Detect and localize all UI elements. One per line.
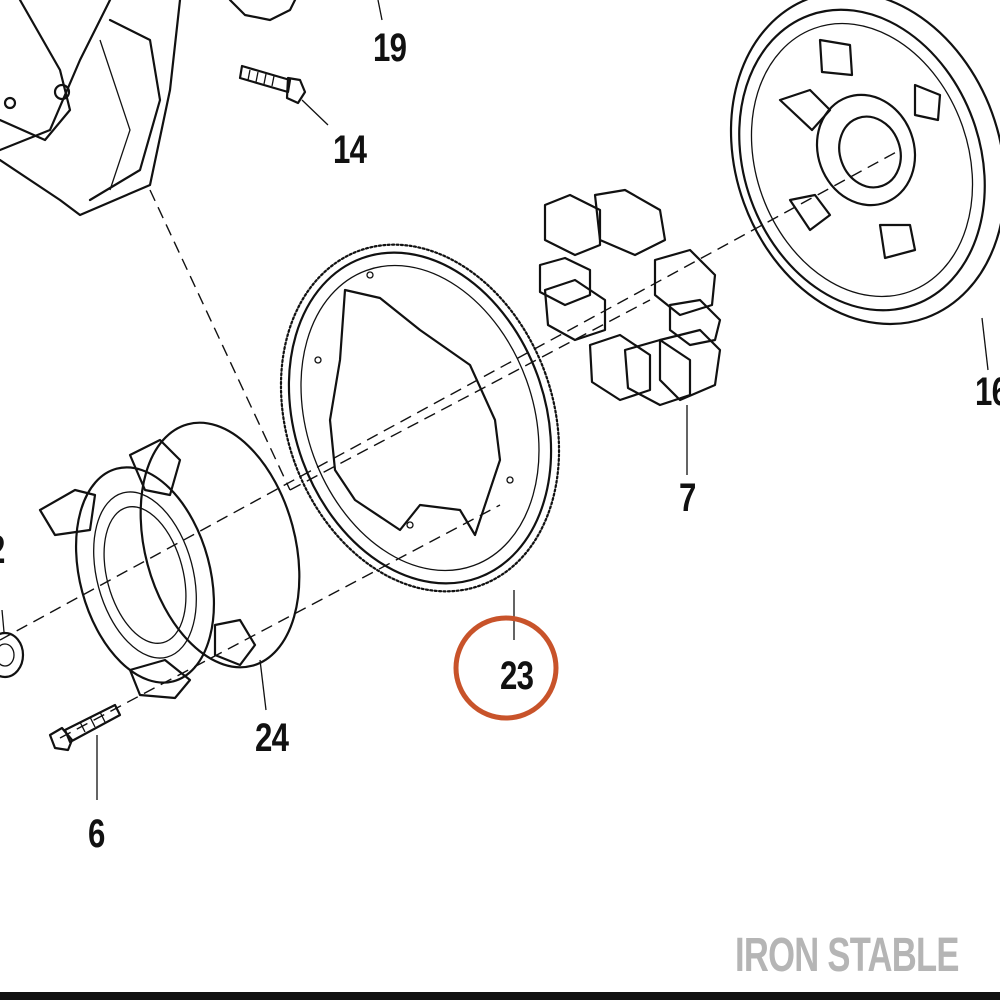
watermark-logo: IRON STABLE bbox=[735, 929, 959, 982]
alignment-axes bbox=[0, 149, 901, 739]
part-2 bbox=[0, 609, 25, 679]
ring-gear-part-23 bbox=[279, 243, 561, 640]
callout-label-7: 7 bbox=[679, 476, 696, 520]
pulley-part-16 bbox=[729, 0, 1000, 371]
damper-blocks-part-7 bbox=[538, 188, 722, 475]
callout-label-19: 19 bbox=[373, 26, 407, 70]
callout-label-14: 14 bbox=[333, 128, 367, 172]
housing-part-19 bbox=[0, 0, 383, 217]
callout-label-2: 2 bbox=[0, 530, 5, 570]
hub-part-24 bbox=[38, 421, 301, 711]
callout-label-6: 6 bbox=[88, 812, 105, 856]
bolt-part-6 bbox=[48, 703, 122, 800]
callout-label-16: 16 bbox=[975, 370, 1000, 414]
callout-23-highlight-ring bbox=[453, 615, 559, 721]
callout-label-24: 24 bbox=[255, 716, 289, 760]
bottom-border bbox=[0, 992, 1000, 1000]
bolt-part-14 bbox=[238, 64, 329, 126]
callout-label-23: 23 bbox=[500, 654, 534, 698]
